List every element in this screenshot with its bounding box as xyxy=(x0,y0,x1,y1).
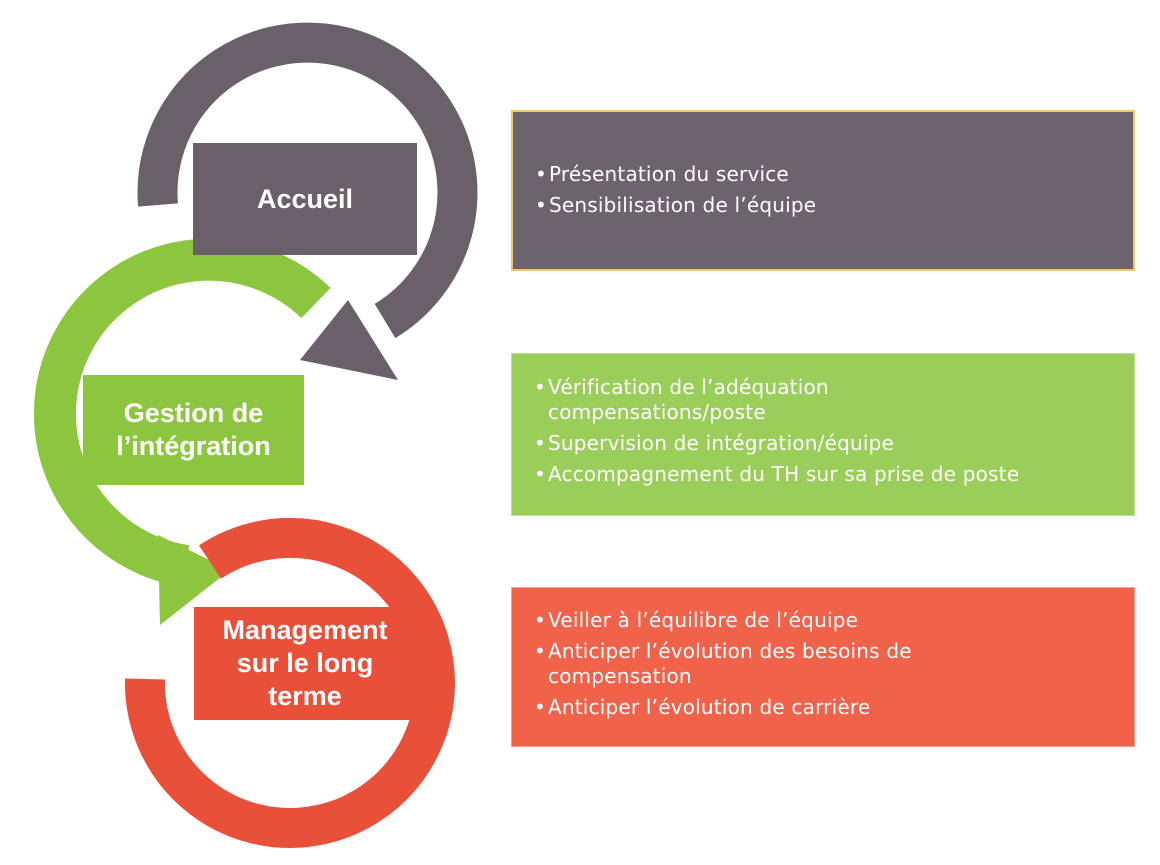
management-details-list: Veiller à l’équilibre de l’équipe Antici… xyxy=(534,608,1124,720)
accueil-details-list: Présentation du service Sensibilisation … xyxy=(535,162,1123,218)
list-item: Veiller à l’équilibre de l’équipe xyxy=(534,608,1124,633)
list-item: Anticiper l’évolution des besoins de com… xyxy=(534,639,994,689)
integration-details-list: Vérification de l’adéquation compensatio… xyxy=(534,375,1124,487)
list-item: Supervision de intégration/équipe xyxy=(534,431,1124,456)
management-details-box: Veiller à l’équilibre de l’équipe Antici… xyxy=(511,587,1135,747)
list-item: Sensibilisation de l’équipe xyxy=(535,193,1123,218)
list-item: Accompagnement du TH sur sa prise de pos… xyxy=(534,462,1124,487)
stage-accueil-text: Accueil xyxy=(256,183,354,214)
list-item: Présentation du service xyxy=(535,162,1123,187)
integration-details-box: Vérification de l’adéquation compensatio… xyxy=(511,353,1135,516)
accueil-details-box: Présentation du service Sensibilisation … xyxy=(511,110,1135,271)
stage-integration-text: Gestion de l’intégration xyxy=(116,398,271,461)
integration-cycle-arrow xyxy=(33,238,331,587)
stage-management-text: Management sur le long terme xyxy=(222,615,388,711)
accueil-cycle-arrow xyxy=(137,22,478,339)
stage-integration-label: Gestion de l’intégration xyxy=(83,375,304,485)
stage-accueil-label: Accueil xyxy=(193,143,417,255)
stage-management-label: Management sur le long terme xyxy=(194,607,416,720)
accueil-arrowhead xyxy=(300,300,398,380)
list-item: Anticiper l’évolution de carrière xyxy=(534,695,1124,720)
integration-arrowhead xyxy=(158,535,230,625)
list-item: Vérification de l’adéquation compensatio… xyxy=(534,375,924,425)
management-cycle-ring xyxy=(124,518,455,848)
